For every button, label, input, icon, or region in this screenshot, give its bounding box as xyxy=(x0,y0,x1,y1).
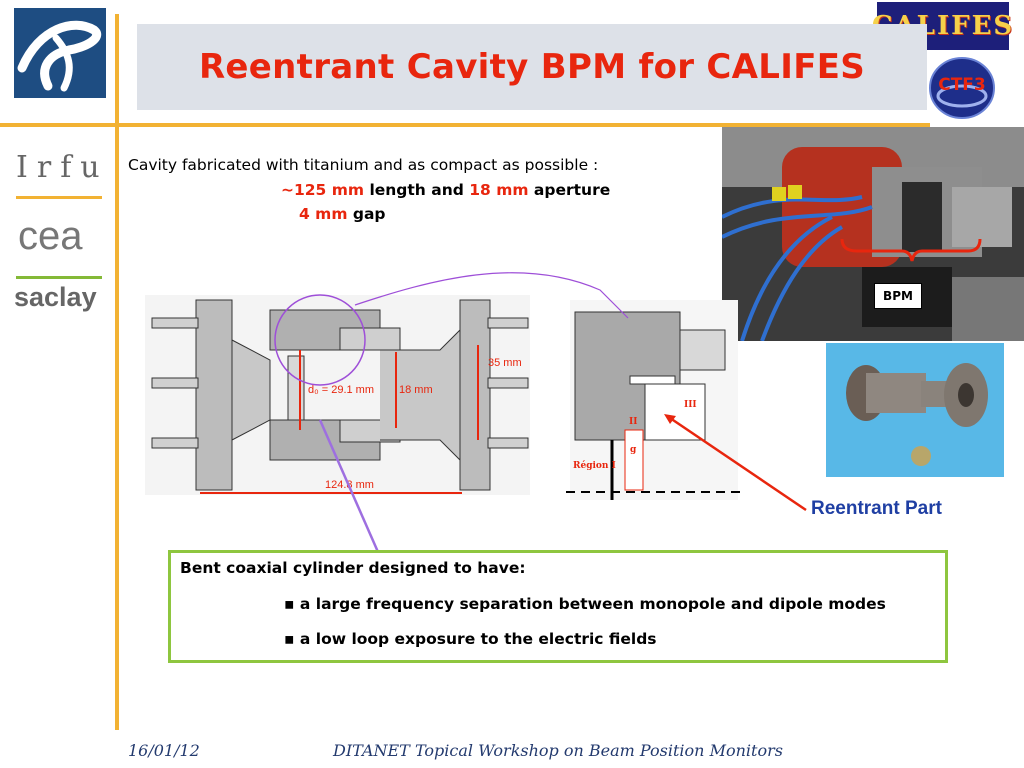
bullet-text: a low loop exposure to the electric fiel… xyxy=(299,630,657,648)
region-g: g xyxy=(630,445,637,455)
region-II: II xyxy=(629,417,637,427)
saclay-logo-text: saclay xyxy=(14,282,97,312)
bpm-installed-photo xyxy=(722,127,1024,341)
horizontal-divider xyxy=(0,123,930,127)
aperture-value: 18 mm xyxy=(469,181,529,199)
vertical-divider xyxy=(115,14,119,730)
intro-text: Cavity fabricated with titanium and as c… xyxy=(128,156,599,174)
footer-event: DITANET Topical Workshop on Beam Positio… xyxy=(333,741,783,760)
title-box: Reentrant Cavity BPM for CALIFES xyxy=(137,24,927,110)
zoom-arrow xyxy=(354,272,629,319)
dim-length: 124.8 mm xyxy=(325,479,374,491)
bpm-photo-label: BPM xyxy=(874,283,922,309)
page-title: Reentrant Cavity BPM for CALIFES xyxy=(198,47,866,87)
bullet-text: a large frequency separation between mon… xyxy=(299,595,886,613)
aperture-text: aperture xyxy=(528,181,611,199)
summary-bullet: ▪ a low loop exposure to the electric fi… xyxy=(284,630,657,648)
region-III: III xyxy=(684,400,697,410)
dim-35mm: 35 mm xyxy=(488,357,522,369)
dim-d0: d₀ = 29.1 mm xyxy=(308,384,374,396)
cea-logo-icon xyxy=(14,8,106,98)
spec-length-aperture: ~125 mm length and 18 mm aperture xyxy=(281,181,610,199)
ctf3-logo-icon: CTF3 xyxy=(928,56,996,120)
gap-value: 4 mm xyxy=(299,205,348,223)
region-I: Région I xyxy=(573,460,616,471)
reentrant-detail-drawing: III II g Région I xyxy=(566,300,740,500)
ctf3-logo-text: CTF3 xyxy=(938,75,986,95)
irfu-logo-text: Irfu xyxy=(16,150,109,185)
cea-logo-text: cea xyxy=(18,214,83,258)
cea-underline xyxy=(16,276,102,279)
reentrant-part-photo xyxy=(826,343,1004,477)
cavity-cross-section: 35 mm d₀ = 29.1 mm 18 mm 124.8 mm xyxy=(145,294,530,495)
spec-gap: 4 mm gap xyxy=(299,205,386,223)
footer-date: 16/01/12 xyxy=(128,741,200,760)
length-value: ~125 mm xyxy=(281,181,365,199)
length-text: length and xyxy=(364,181,470,199)
pointer-arrow-reentrant xyxy=(669,416,807,512)
summary-heading: Bent coaxial cylinder designed to have: xyxy=(180,559,526,577)
gap-text: gap xyxy=(347,205,386,223)
reentrant-part-label: Reentrant Part xyxy=(811,498,942,519)
dim-18mm: 18 mm xyxy=(399,384,433,396)
summary-bullet: ▪ a large frequency separation between m… xyxy=(284,595,886,613)
summary-box xyxy=(168,550,948,663)
irfu-underline xyxy=(16,196,102,199)
pointer-arrow-textbox xyxy=(318,419,380,553)
